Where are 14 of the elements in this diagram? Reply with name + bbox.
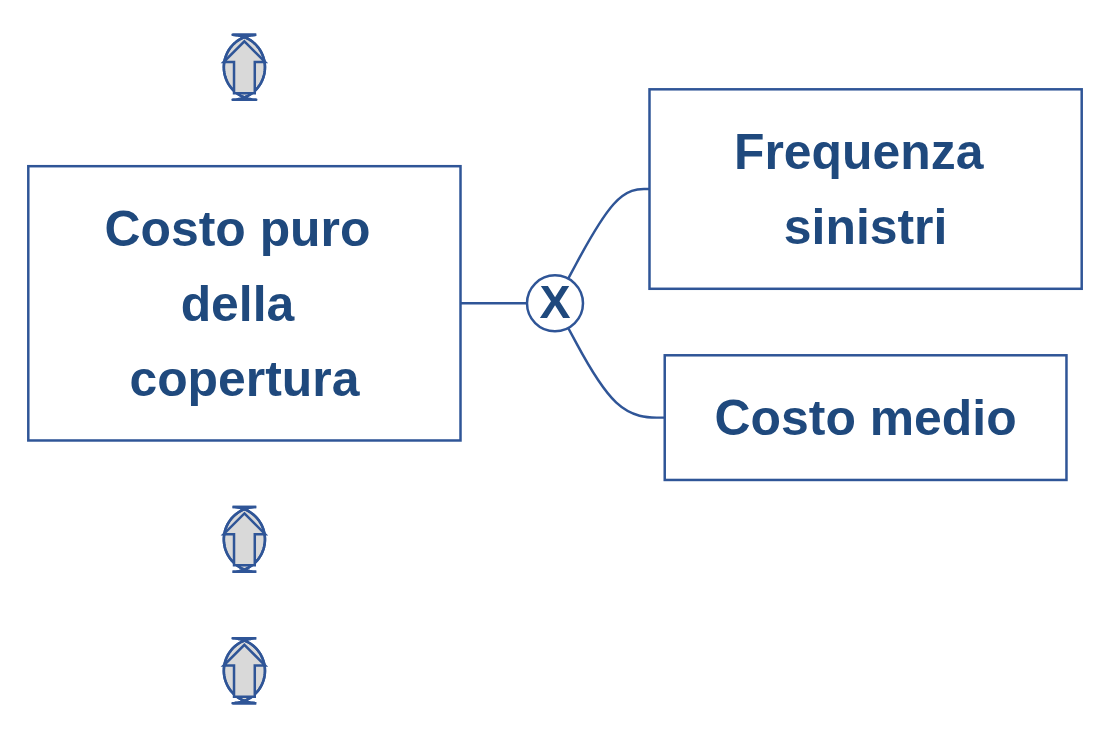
node-label: Frequenza sinistri (732, 122, 985, 256)
process-box (648, 87, 1083, 290)
connector-line (460, 301, 527, 305)
indicator-ellipse (220, 33, 269, 101)
indicator-ellipse (220, 636, 269, 704)
process-box (27, 164, 462, 442)
process-box (663, 353, 1068, 481)
node-label: Costo medio (714, 388, 1017, 447)
connector-line (567, 326, 665, 419)
node-label: X (539, 275, 571, 330)
indicator-ellipse (220, 505, 269, 573)
operator-oval (525, 273, 585, 333)
node-label: Costo puro della copertura (103, 199, 372, 408)
connector-line (567, 187, 650, 279)
